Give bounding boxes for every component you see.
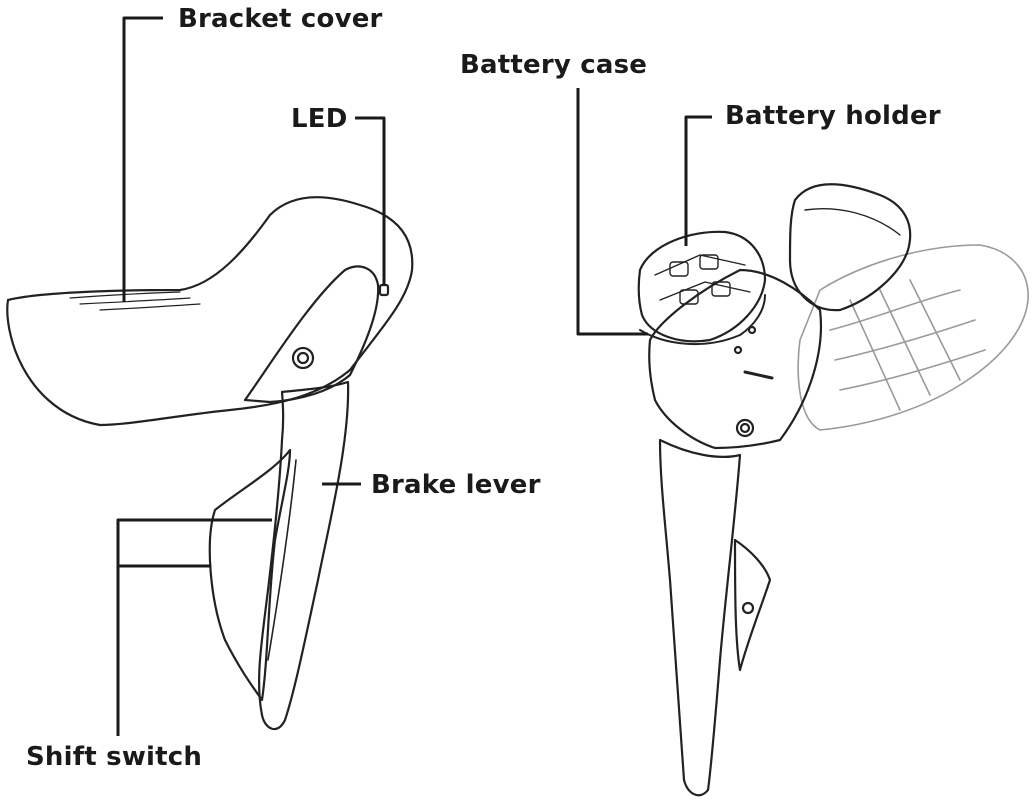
- battery-case-shape: [639, 294, 766, 345]
- leader-led: [355, 116, 386, 286]
- leader-bracket-cover: [122, 16, 163, 302]
- led-indicator-shape: [378, 283, 390, 297]
- leader-battery-holder: [684, 115, 712, 246]
- label-led: LED: [291, 104, 348, 134]
- brake-lever-shape: [258, 380, 350, 731]
- label-battery-case: Battery case: [460, 50, 648, 80]
- right-shifter-drawing: [637, 183, 1029, 797]
- label-shift-switch: Shift switch: [26, 742, 203, 772]
- battery-holder-shape: [637, 230, 767, 343]
- leader-lines: [116, 16, 712, 736]
- label-bracket-cover: Bracket cover: [178, 4, 383, 34]
- leader-battery-case: [576, 88, 648, 336]
- shift-switch-shape: [208, 448, 292, 702]
- label-brake-lever: Brake lever: [371, 470, 541, 500]
- leader-shift-switch: [116, 518, 272, 736]
- label-battery-holder: Battery holder: [725, 101, 941, 131]
- bracket-cover-shape: [6, 196, 414, 427]
- right-brake-lever-shape: [658, 438, 742, 797]
- left-shifter-drawing: [6, 196, 414, 731]
- left-pivot-bolt: [291, 346, 315, 370]
